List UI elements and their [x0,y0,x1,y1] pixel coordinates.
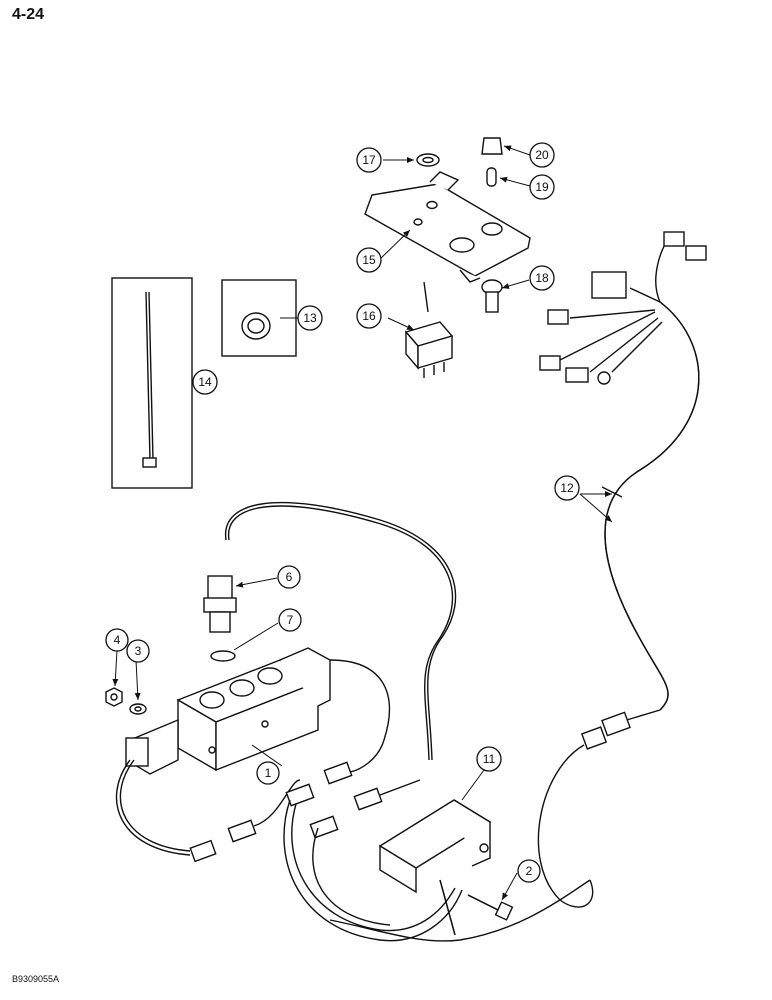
solenoid-valve-1 [125,647,331,775]
svg-text:7: 7 [287,613,294,627]
indicator-socket-18 [481,279,503,313]
svg-text:11: 11 [483,752,496,766]
svg-text:14: 14 [198,375,212,389]
lens-cap-20 [481,137,503,155]
callout-20: 20 [529,142,555,168]
callout-15: 15 [356,247,382,273]
svg-text:15: 15 [362,253,376,267]
callout-12: 12 [554,475,580,501]
document-code: B9309055A [12,974,60,984]
callout-19: 19 [529,174,555,200]
svg-text:17: 17 [362,153,376,167]
svg-text:3: 3 [135,644,142,658]
nut-4 [105,687,123,707]
extension-cable [329,709,661,942]
svg-text:6: 6 [286,570,293,584]
cable-tie-14 [111,277,193,489]
callout-1: 1 [256,761,280,785]
callout-2: 2 [517,859,541,883]
svg-text:12: 12 [560,481,574,495]
wire-harness-12 [539,231,707,711]
callout-6: 6 [277,565,301,589]
callout-13: 13 [297,305,323,331]
svg-text:4: 4 [114,633,121,647]
callout-11: 11 [476,746,502,772]
o-ring-7 [210,650,236,662]
control-module-11 [378,799,492,894]
callout-3: 3 [126,639,150,663]
grommet-17 [416,153,440,167]
valve-wiring [115,659,463,942]
page-number: 4-24 [12,6,45,23]
washer-3 [129,703,147,715]
callout-17: 17 [356,147,382,173]
svg-text:19: 19 [535,180,549,194]
bolt-2 [467,894,514,921]
callout-18: 18 [529,265,555,291]
svg-text:16: 16 [362,309,376,323]
pressure-switch-6 [203,501,457,761]
bulb-19 [486,167,497,187]
callout-14: 14 [192,369,218,395]
callout-4: 4 [105,628,129,652]
svg-text:18: 18 [535,271,549,285]
callout-7: 7 [278,608,302,632]
leader-lines [112,145,613,901]
svg-text:13: 13 [303,311,317,325]
svg-text:20: 20 [535,148,549,162]
svg-text:1: 1 [265,766,272,780]
toggle-switch-16 [404,281,454,378]
svg-text:2: 2 [526,864,533,878]
bracket-plate-15 [364,171,531,283]
callout-16: 16 [356,303,382,329]
